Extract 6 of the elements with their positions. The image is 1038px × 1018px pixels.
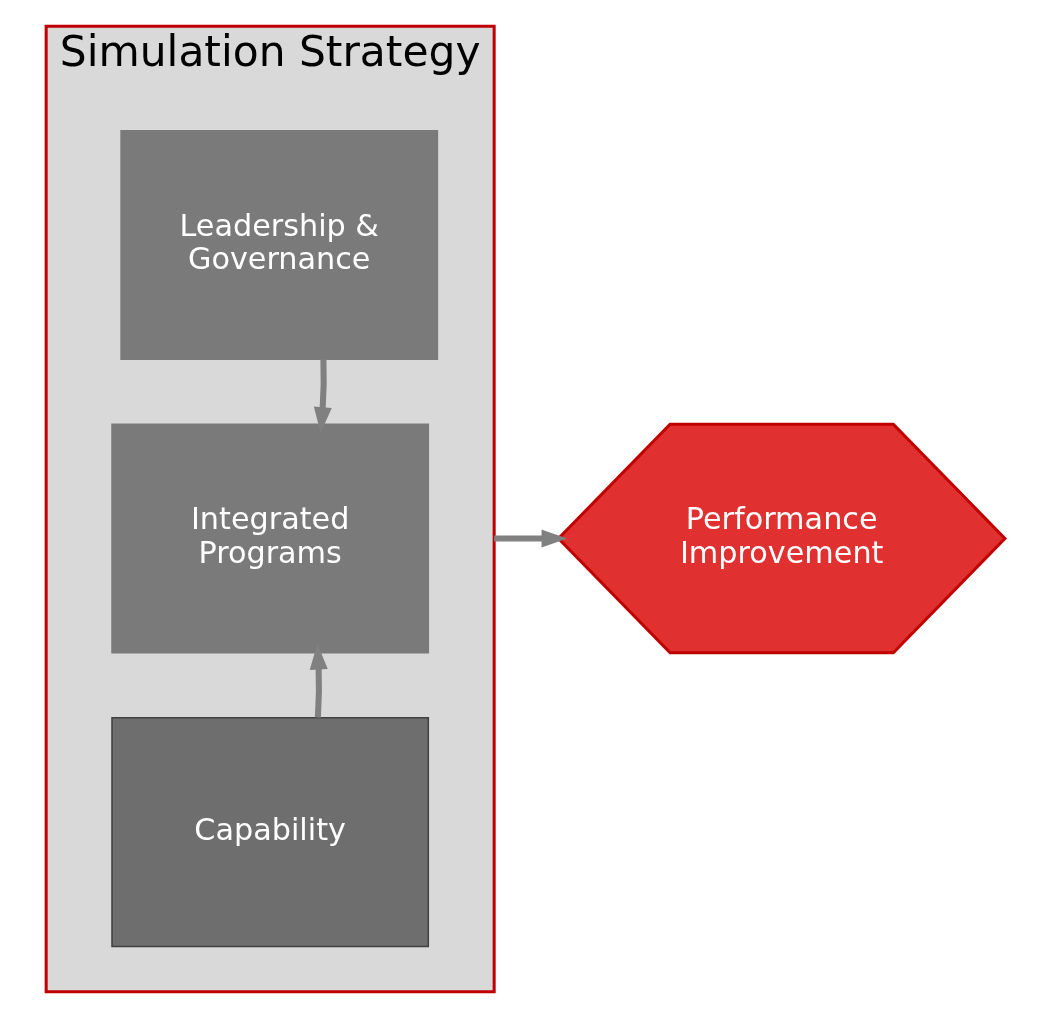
arrow <box>493 529 567 548</box>
arrow <box>309 643 328 718</box>
node-box: Leadership & Governance <box>119 129 438 360</box>
node-box: Capability <box>110 717 429 948</box>
arrow <box>313 359 332 433</box>
node-box: Integrated Programs <box>110 423 429 654</box>
